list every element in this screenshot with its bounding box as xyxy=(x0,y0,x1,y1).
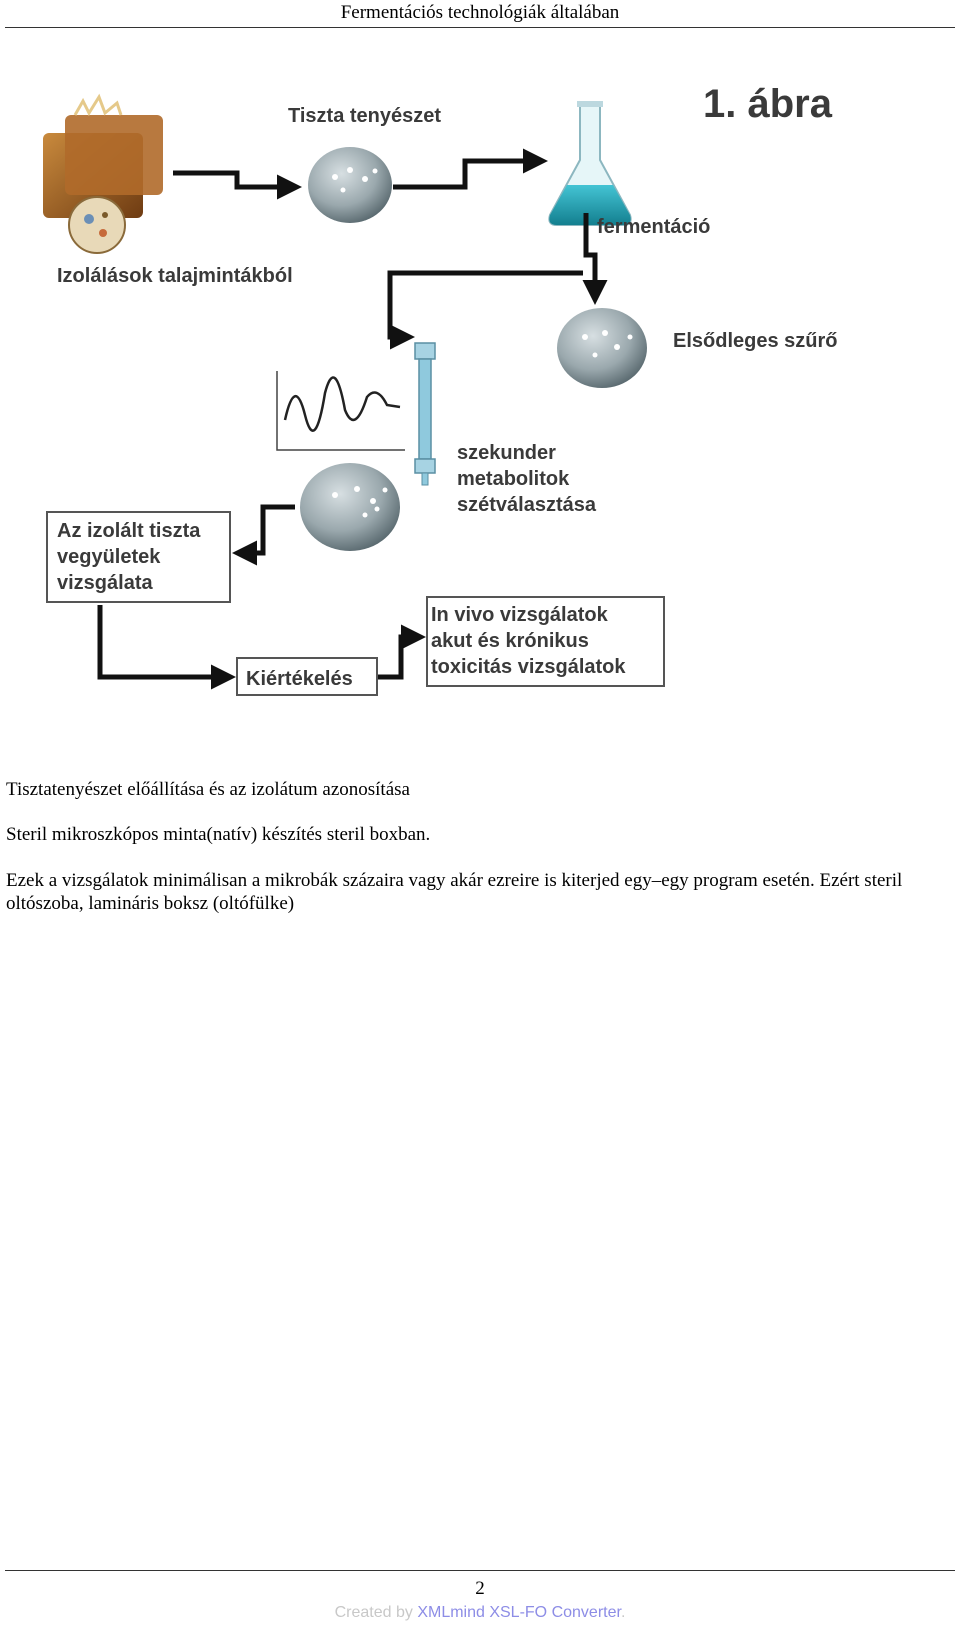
chromatogram-icon xyxy=(276,371,405,451)
converter-brand-link[interactable]: XMLmind XSL-FO Converter xyxy=(417,1604,621,1621)
soil-sample-icon xyxy=(43,93,163,254)
label-compounds-2: vegyületek xyxy=(57,546,161,568)
label-invivo-2: akut és krónikus xyxy=(431,630,589,652)
chromatography-column-icon xyxy=(414,342,436,486)
petri-dish-icon xyxy=(557,308,647,388)
converter-credit: Created by XMLmind XSL-FO Converter. xyxy=(0,1603,960,1623)
paragraph-tests: Ezek a vizsgálatok minimálisan a mikrobá… xyxy=(6,870,903,914)
header-rule xyxy=(5,27,955,28)
invivo-box xyxy=(426,596,665,687)
running-header: Fermentációs technológiák általában xyxy=(340,2,620,23)
arrow-icon xyxy=(97,148,608,690)
converter-suffix: . xyxy=(620,1604,626,1621)
label-secondary-2: metabolitok xyxy=(457,468,570,490)
label-compounds-3: vizsgálata xyxy=(57,572,153,594)
label-soil-isolation: Izolálások talajmintákból xyxy=(57,265,293,287)
flask-icon xyxy=(548,101,632,226)
label-secondary-3: szétválasztása xyxy=(457,494,597,516)
petri-dish-icon xyxy=(300,463,400,551)
petri-dish-icon xyxy=(308,147,392,223)
evaluation-box xyxy=(236,657,378,696)
label-secondary-1: szekunder xyxy=(457,442,556,464)
page-number: 2 xyxy=(475,1578,485,1599)
label-evaluation: Kiértékelés xyxy=(246,668,353,690)
paragraph-microscopy: Steril mikroszkópos minta(natív) készíté… xyxy=(6,824,431,845)
label-invivo-1: In vivo vizsgálatok xyxy=(431,604,609,626)
label-invivo-3: toxicitás vizsgálatok xyxy=(431,656,626,678)
label-primary-filter: Elsődleges szűrő xyxy=(673,330,838,352)
converter-prefix: Created by xyxy=(334,1604,418,1621)
figure-number-label: 1. ábra xyxy=(703,82,833,126)
label-fermentation: fermentáció xyxy=(597,216,710,238)
label-pure-culture: Tiszta tenyészet xyxy=(288,105,441,127)
footer-rule xyxy=(5,1570,955,1571)
figure-diagram: 1. ábra Tiszta tenyészet Izolálások tala… xyxy=(5,75,905,753)
label-compounds-1: Az izolált tiszta xyxy=(57,520,201,542)
compounds-box xyxy=(46,511,231,603)
paragraph-pure-culture: Tisztatenyészet előállítása és az izolát… xyxy=(6,779,410,800)
